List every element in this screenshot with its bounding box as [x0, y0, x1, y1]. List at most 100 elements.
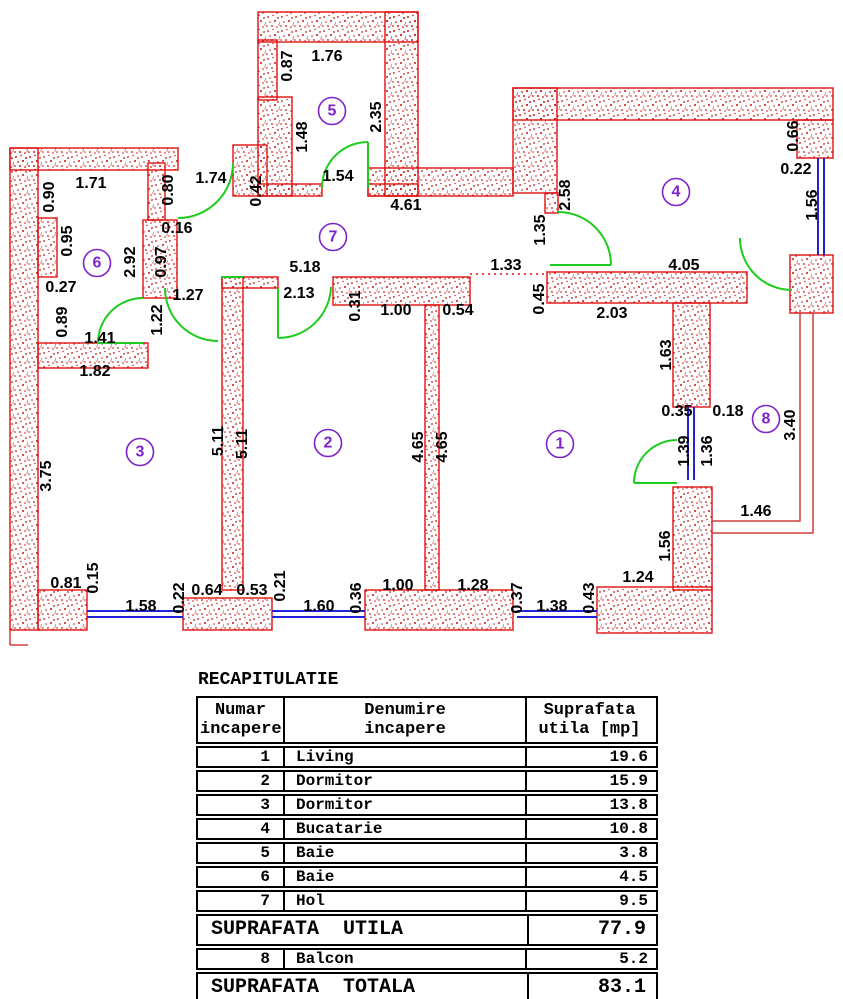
dimension-label: 0.97 — [153, 246, 170, 277]
dimension-label: 0.35 — [661, 403, 692, 420]
wall-segment — [142, 219, 178, 299]
cell-numar: 8 — [198, 950, 285, 968]
dimension-label: 0.43 — [581, 582, 598, 613]
dimension-label: 0.36 — [348, 582, 365, 613]
cell-numar: 2 — [198, 772, 285, 790]
dimension-label: 4.65 — [410, 431, 427, 462]
room-number: 4 — [661, 177, 691, 207]
dimension-label: 1.54 — [322, 168, 353, 185]
dimension-label: 1.00 — [382, 577, 413, 594]
dimension-label: 1.71 — [75, 175, 106, 192]
room-number-circle — [661, 177, 691, 207]
room-number-circle — [82, 248, 112, 278]
dimension-label: 1.00 — [380, 302, 411, 319]
room-number: 3 — [125, 437, 155, 467]
room3-door-arc — [164, 287, 219, 342]
window-room1 — [517, 610, 597, 618]
balcony-bottom-door-arc — [633, 439, 678, 484]
header-numar: Numar incapere — [198, 698, 285, 742]
dimension-label: 2.58 — [557, 179, 574, 210]
floor-plan-drawing: 1.760.871.482.351.540.421.740.804.610.16… — [9, 11, 834, 646]
wall-segment — [546, 271, 748, 304]
wall-segment — [182, 597, 273, 631]
dimension-label: 0.66 — [785, 120, 802, 151]
dimension-label: 0.87 — [279, 50, 296, 81]
wall-segment — [596, 586, 713, 634]
wall-segment — [257, 39, 278, 101]
cell-numar: 6 — [198, 868, 285, 886]
railing-outer — [712, 313, 814, 534]
table-header-row: Numar incapere Denumire incapere Suprafa… — [196, 696, 658, 744]
dimension-label: 4.05 — [668, 257, 699, 274]
corner-tick — [9, 630, 28, 646]
wall-segment — [9, 147, 39, 631]
dimension-label: 0.80 — [160, 174, 177, 205]
room-number-text: 6 — [93, 255, 102, 272]
dimension-label: 1.24 — [622, 569, 653, 586]
cell-numar: 5 — [198, 844, 285, 862]
summary-utila-label: SUPRAFATA UTILA — [211, 918, 404, 941]
dimension-label: 1.63 — [658, 339, 675, 370]
cell-denumire: Living — [285, 748, 527, 766]
header-denumire: Denumire incapere — [285, 698, 527, 742]
room-number: 6 — [82, 248, 112, 278]
dimension-label: 4.65 — [434, 431, 451, 462]
room6-door-arc — [97, 297, 144, 344]
cell-denumire: Bucatarie — [285, 820, 527, 838]
walls-layer — [9, 11, 834, 634]
summary-totala-value: 83.1 — [527, 974, 656, 999]
dimension-label: 2.13 — [283, 285, 314, 302]
wall-segment — [364, 589, 514, 631]
dimension-label: 1.56 — [657, 530, 674, 561]
dimension-label: 1.58 — [125, 598, 156, 615]
room-number-text: 1 — [556, 436, 565, 453]
room-number: 2 — [313, 428, 343, 458]
dimension-label: 1.33 — [490, 257, 521, 274]
room-number-text: 7 — [329, 229, 338, 246]
dimension-label: 0.22 — [780, 161, 811, 178]
dimension-label: 0.31 — [347, 290, 364, 321]
cell-denumire: Baie — [285, 844, 527, 862]
dimension-label: 2.35 — [368, 101, 385, 132]
room-number: 5 — [317, 96, 347, 126]
dimension-label: 5.11 — [210, 426, 227, 456]
dimension-label: 1.82 — [79, 363, 110, 380]
wall-segment — [367, 167, 514, 197]
dimension-label: 0.90 — [41, 181, 58, 212]
dimension-label: 1.46 — [740, 503, 771, 520]
cell-denumire: Baie — [285, 868, 527, 886]
room-number-circle — [751, 404, 781, 434]
dimension-label: 3.40 — [782, 409, 799, 440]
cell-numar: 4 — [198, 820, 285, 838]
window-room4 — [817, 158, 825, 255]
dimension-label: 0.16 — [161, 220, 192, 237]
doors-layer — [97, 141, 793, 484]
dimension-label: 0.89 — [54, 306, 71, 337]
cell-suprafata: 5.2 — [619, 950, 648, 968]
room-number-circle — [317, 96, 347, 126]
dimension-label: 2.92 — [122, 246, 139, 277]
dimension-label: 0.81 — [50, 575, 81, 592]
room-number-circle — [125, 437, 155, 467]
dimension-label: 0.45 — [531, 283, 548, 314]
header-suprafata: Suprafata utila [mp] — [538, 701, 641, 739]
room5-door-arc — [321, 141, 369, 189]
wall-segment — [232, 144, 268, 197]
entrance-door-arc — [177, 162, 234, 219]
dimension-label: 0.64 — [191, 582, 222, 599]
dimension-label: 1.36 — [699, 435, 716, 466]
summary-utila-row: SUPRAFATA UTILA 77.9 — [196, 914, 658, 946]
wall-segment — [512, 87, 834, 121]
window-room2 — [272, 610, 365, 618]
room-number-text: 2 — [324, 435, 333, 452]
cell-denumire: Balcon — [285, 950, 527, 968]
wall-segment — [37, 342, 149, 369]
